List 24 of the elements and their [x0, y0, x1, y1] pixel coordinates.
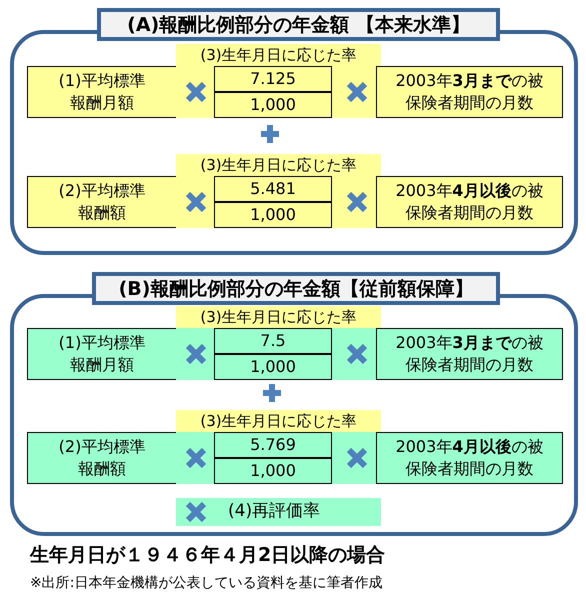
- fraction-cell: 5.481: [214, 176, 332, 202]
- formula-box: 2003年4月以後の被保険者期間の月数: [376, 176, 563, 228]
- rate-label: (3)生年月日に応じた率: [176, 306, 381, 328]
- source-note: ※出所:日本年金機構が公表している資料を基に筆者作成: [30, 574, 382, 592]
- formula-box: (1)平均標準報酬月額: [27, 66, 177, 118]
- fraction-cell: 1,000: [214, 458, 332, 484]
- fraction-cell: 7.125: [214, 66, 332, 92]
- rate-label: (3)生年月日に応じた率: [176, 410, 381, 432]
- panel-title: (B)報酬比例部分の年金額【従前額保障】: [92, 272, 500, 305]
- multiplier-label: (4)再評価率: [228, 500, 320, 524]
- fraction-cell: 5.769: [214, 432, 332, 458]
- fraction-cell: 1,000: [214, 202, 332, 228]
- fraction-cell: 1,000: [214, 354, 332, 380]
- formula-box: 2003年4月以後の被保険者期間の月数: [376, 432, 563, 484]
- formula-box: (1)平均標準報酬月額: [27, 328, 177, 380]
- formula-box: 2003年3月までの被保険者期間の月数: [376, 66, 563, 118]
- formula-box: 2003年3月までの被保険者期間の月数: [376, 328, 563, 380]
- formula-box: (2)平均標準報酬額: [27, 176, 177, 228]
- formula-box: (2)平均標準報酬額: [27, 432, 177, 484]
- multiplier-box: [176, 498, 381, 526]
- condition-note: 生年月日が１９４６年４月2日以降の場合: [30, 543, 386, 568]
- fraction-cell: 1,000: [214, 92, 332, 118]
- panel-title: (A)報酬比例部分の年金額 【本来水準】: [97, 8, 500, 41]
- fraction-cell: 7.5: [214, 328, 332, 354]
